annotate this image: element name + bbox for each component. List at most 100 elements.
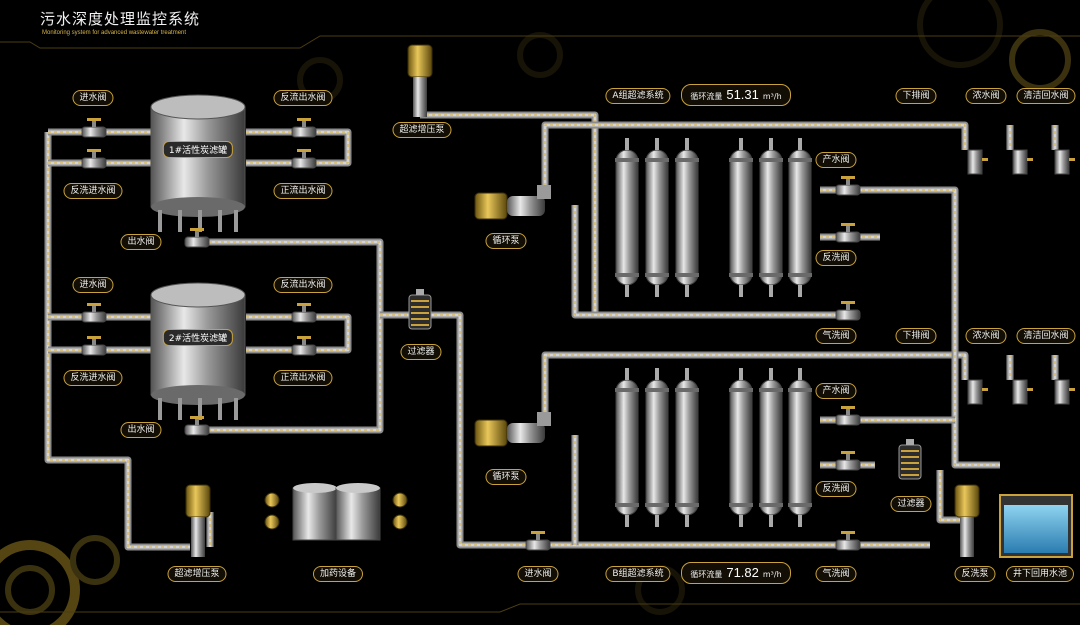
- valve-11[interactable]: [836, 185, 860, 195]
- group-a-concentrate-valve-label[interactable]: 浓水阀: [965, 88, 1006, 104]
- uf-booster-pump-top-label[interactable]: 超滤增压泵: [392, 122, 451, 138]
- group-a-flow-unit: m³/h: [763, 92, 782, 101]
- inlet-valve-bottom-label[interactable]: 进水阀: [517, 566, 558, 582]
- tank2-forward-outlet-label[interactable]: 正流出水阀: [273, 370, 332, 386]
- valve-9[interactable]: [292, 345, 316, 355]
- group-b-name: B组超滤系统: [605, 566, 670, 582]
- valve-stem: [846, 179, 850, 185]
- valve-stem: [846, 454, 850, 460]
- valve-5[interactable]: [185, 237, 209, 247]
- well-tank-label[interactable]: 井下回用水池: [1006, 566, 1074, 582]
- outlet-valve-6[interactable]: [1055, 380, 1069, 404]
- dosing-pump-3[interactable]: [393, 493, 407, 507]
- uf-booster-pump-bottom-label[interactable]: 超滤增压泵: [167, 566, 226, 582]
- filter-element: [901, 468, 919, 470]
- column-bottom-nozzle: [685, 285, 689, 297]
- group-a-airwash-valve-label[interactable]: 气洗阀: [815, 328, 856, 344]
- dosing-pump-2[interactable]: [265, 515, 279, 529]
- group-a-backflush-valve-label[interactable]: 反洗阀: [815, 250, 856, 266]
- filter-element: [901, 474, 919, 476]
- valve-handwheel: [841, 451, 855, 454]
- column-band: [759, 503, 783, 507]
- valve-4[interactable]: [292, 158, 316, 168]
- valve-8[interactable]: [82, 345, 106, 355]
- tank-leg: [218, 398, 222, 420]
- dosing-equipment-label[interactable]: 加药设备: [313, 566, 363, 582]
- circulation-pump-a[interactable]: [475, 193, 507, 219]
- valve-1[interactable]: [82, 127, 106, 137]
- uf-booster-pump-top[interactable]: [408, 45, 432, 77]
- valve-stem: [302, 339, 306, 345]
- valve-stem: [846, 304, 850, 310]
- group-b-backflush-valve-label[interactable]: 反洗阀: [815, 481, 856, 497]
- filter-mid-label[interactable]: 过滤器: [400, 344, 441, 360]
- uf-column-a-1: [616, 150, 638, 285]
- column-bottom-nozzle: [769, 515, 773, 527]
- tank1-forward-outlet-label[interactable]: 正流出水阀: [273, 183, 332, 199]
- tank-leg: [178, 398, 182, 420]
- group-a-product-valve-label[interactable]: 产水阀: [815, 152, 856, 168]
- tank1-inlet-valve-label[interactable]: 进水阀: [72, 90, 113, 106]
- circulation-pump-b[interactable]: [475, 420, 507, 446]
- tank2-outlet-valve-label[interactable]: 出水阀: [120, 422, 161, 438]
- backwash-pump-label[interactable]: 反洗泵: [954, 566, 995, 582]
- tank2-backflush-outlet-label[interactable]: 反流出水阀: [273, 277, 332, 293]
- group-b-product-valve-label[interactable]: 产水阀: [815, 383, 856, 399]
- tank1-name: 1#活性炭滤罐: [163, 141, 233, 158]
- valve-7[interactable]: [292, 312, 316, 322]
- group-a-drain-valve-label[interactable]: 下排阀: [895, 88, 936, 104]
- valve-15[interactable]: [836, 460, 860, 470]
- circulation-pump-b-label[interactable]: 循环泵: [485, 469, 526, 485]
- page-subtitle: Monitoring system for advanced wastewate…: [42, 30, 186, 36]
- column-band: [675, 503, 699, 507]
- filter-element: [411, 312, 429, 314]
- pipe-highlight: [545, 355, 965, 425]
- valve-6[interactable]: [82, 312, 106, 322]
- filter-cap: [906, 439, 914, 445]
- tank-cap: [151, 283, 245, 307]
- outlet-valve-1[interactable]: [968, 150, 982, 174]
- outlet-valve-2[interactable]: [1013, 150, 1027, 174]
- outlet-valve-5[interactable]: [1013, 380, 1027, 404]
- valve-13[interactable]: [836, 310, 860, 320]
- backwash-pump[interactable]: [955, 485, 979, 517]
- pipe-flow: [545, 355, 965, 425]
- outlet-valve-3[interactable]: [1055, 150, 1069, 174]
- column-bottom-nozzle: [769, 285, 773, 297]
- valve-17[interactable]: [526, 540, 550, 550]
- valve-handle: [1069, 158, 1075, 161]
- valve-handwheel: [87, 303, 101, 306]
- valve-12[interactable]: [836, 232, 860, 242]
- circulation-pump-a-label[interactable]: 循环泵: [485, 233, 526, 249]
- group-b-drain-valve-label[interactable]: 下排阀: [895, 328, 936, 344]
- group-b-airwash-valve-label[interactable]: 气洗阀: [815, 566, 856, 582]
- column-top-nozzle: [769, 138, 773, 150]
- group-b-clean-return-label[interactable]: 清洁回水阀: [1016, 328, 1075, 344]
- pump-outlet: [537, 412, 551, 426]
- tank2-inlet-valve-label[interactable]: 进水阀: [72, 277, 113, 293]
- group-b-concentrate-valve-label[interactable]: 浓水阀: [965, 328, 1006, 344]
- column-band: [729, 158, 753, 162]
- dosing-pump-4[interactable]: [393, 515, 407, 529]
- uf-booster-pump-bottom[interactable]: [186, 485, 210, 517]
- tank2-backwash-inlet-label[interactable]: 反洗进水阀: [63, 370, 122, 386]
- valve-14[interactable]: [836, 415, 860, 425]
- valve-handwheel: [841, 531, 855, 534]
- dosing-pump-1[interactable]: [265, 493, 279, 507]
- column-bottom-nozzle: [625, 285, 629, 297]
- tank1-backwash-inlet-label[interactable]: 反洗进水阀: [63, 183, 122, 199]
- tank1-backflush-outlet-label[interactable]: 反流出水阀: [273, 90, 332, 106]
- tank1-outlet-valve-label[interactable]: 出水阀: [120, 234, 161, 250]
- filter-right-label[interactable]: 过滤器: [890, 496, 931, 512]
- valve-2[interactable]: [292, 127, 316, 137]
- group-a-clean-return-label[interactable]: 清洁回水阀: [1016, 88, 1075, 104]
- valve-handwheel: [190, 416, 204, 419]
- column-top-nozzle: [655, 138, 659, 150]
- outlet-valve-4[interactable]: [968, 380, 982, 404]
- column-band: [675, 388, 699, 392]
- dosing-tank-top: [293, 483, 337, 493]
- valve-3[interactable]: [82, 158, 106, 168]
- dosing-tank-top: [336, 483, 380, 493]
- valve-16[interactable]: [836, 540, 860, 550]
- valve-10[interactable]: [185, 425, 209, 435]
